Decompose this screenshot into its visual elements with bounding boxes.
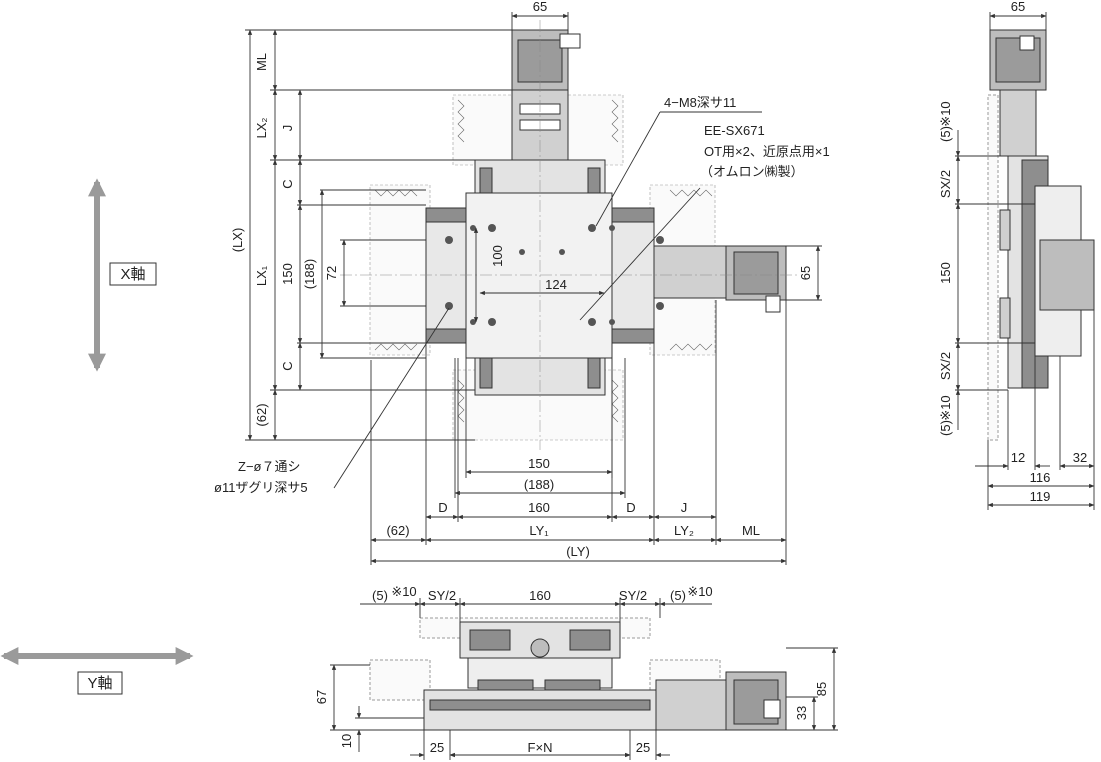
dim-188-left: (188): [302, 259, 317, 289]
callout-through-holes-2: ø11ザグリ深サ5: [214, 480, 308, 495]
front-note-right: ※10: [687, 584, 712, 599]
dim-62-left: (62): [254, 403, 269, 426]
front-note-left: ※10: [391, 584, 416, 599]
side-view-dimensions: 65 (5) ※10 SX/2 150 SX/2 (5) ※10: [938, 0, 1095, 510]
dim-72: 72: [324, 266, 339, 280]
side-note-bottom: ※10: [938, 395, 953, 420]
top-table: [465, 192, 613, 359]
side-dim-5-bottom: (5): [938, 420, 953, 436]
callout-sensor-maker: （オムロン㈱製）: [700, 164, 804, 179]
side-dim-12: 12: [1011, 450, 1025, 465]
dim-ly-total: (LY): [566, 544, 590, 559]
front-view-dimensions: (5) ※10 SY/2 160 SY/2 (5) ※10 67 10: [314, 584, 838, 760]
dim-160-bottom: 160: [528, 500, 550, 515]
x-axis-indicator: X軸: [88, 178, 157, 372]
front-dim-25-right: 25: [636, 740, 650, 755]
table-holes: [445, 224, 664, 326]
dim-ml: ML: [254, 53, 269, 71]
dim-c-bottom: C: [280, 361, 295, 370]
front-dim-33: 33: [794, 706, 809, 720]
callout-through-holes-1: Z−ø７通シ: [238, 459, 300, 474]
side-dim-sx2-bottom: SX/2: [938, 352, 953, 380]
dim-j-bottom: J: [681, 500, 688, 515]
front-dim-10: 10: [339, 734, 354, 748]
side-dim-119: 119: [1030, 489, 1051, 504]
dim-150-bottom: 150: [528, 456, 550, 471]
top-view: 65 ML LX₂ J C (LX) LX₁: [214, 0, 830, 565]
dim-lx-total: (LX): [230, 228, 245, 253]
callout-tapped-holes: 4−M8深サ11: [664, 95, 736, 110]
front-dim-5-right: (5): [670, 588, 686, 603]
callouts: 4−M8深サ11 EE-SX671 OT用×2、近原点用×1 （オムロン㈱製） …: [214, 95, 830, 495]
dim-ly2: LY₂: [674, 523, 694, 538]
dim-ly1: LY₁: [529, 523, 549, 538]
front-dim-sy2-left: SY/2: [428, 588, 456, 603]
dim-188-bottom: (188): [524, 477, 554, 492]
front-dim-25-left: 25: [430, 740, 444, 755]
callout-sensor-qty: OT用×2、近原点用×1: [704, 144, 830, 159]
x-axis-label: X軸: [120, 266, 145, 283]
top-view-dimensions: 65 ML LX₂ J C (LX) LX₁: [230, 0, 822, 565]
dim-124: 124: [545, 277, 567, 292]
side-view: 65 (5) ※10 SX/2 150 SX/2 (5) ※10: [938, 0, 1095, 510]
dim-c-top: C: [280, 179, 295, 188]
front-dim-sy2-right: SY/2: [619, 588, 647, 603]
front-dim-67: 67: [314, 690, 329, 704]
front-view: (5) ※10 SY/2 160 SY/2 (5) ※10 67 10: [314, 584, 838, 760]
dim-ml-bottom: ML: [742, 523, 760, 538]
dim-100: 100: [490, 245, 505, 267]
y-axis-indicator: Y軸: [0, 647, 194, 695]
dim-j-left: J: [280, 125, 295, 132]
front-dim-85: 85: [814, 682, 829, 696]
dim-motor-width: 65: [533, 0, 547, 14]
dim-d-left: D: [438, 500, 447, 515]
side-note-top: ※10: [938, 101, 953, 126]
side-dim-150: 150: [938, 262, 953, 284]
dim-x-motor-width: 65: [798, 266, 813, 280]
dim-d-right: D: [626, 500, 635, 515]
dim-lx1: LX₁: [254, 265, 269, 286]
dim-150-left: 150: [280, 263, 295, 285]
side-dim-sx2-top: SX/2: [938, 170, 953, 198]
front-dim-5-left: (5): [372, 588, 388, 603]
side-dim-65: 65: [1011, 0, 1025, 14]
dim-lx2: LX₂: [254, 118, 269, 139]
side-dim-116: 116: [1030, 470, 1051, 485]
callout-sensor-model: EE-SX671: [704, 123, 765, 138]
side-dim-5-top: (5): [938, 126, 953, 142]
y-axis-label: Y軸: [87, 675, 112, 692]
y-motor-coupling: [653, 245, 727, 299]
front-dim-160: 160: [529, 588, 551, 603]
dim-62-bottom: (62): [386, 523, 409, 538]
side-dim-32: 32: [1073, 450, 1087, 465]
front-dim-fxn: F×N: [528, 740, 553, 755]
